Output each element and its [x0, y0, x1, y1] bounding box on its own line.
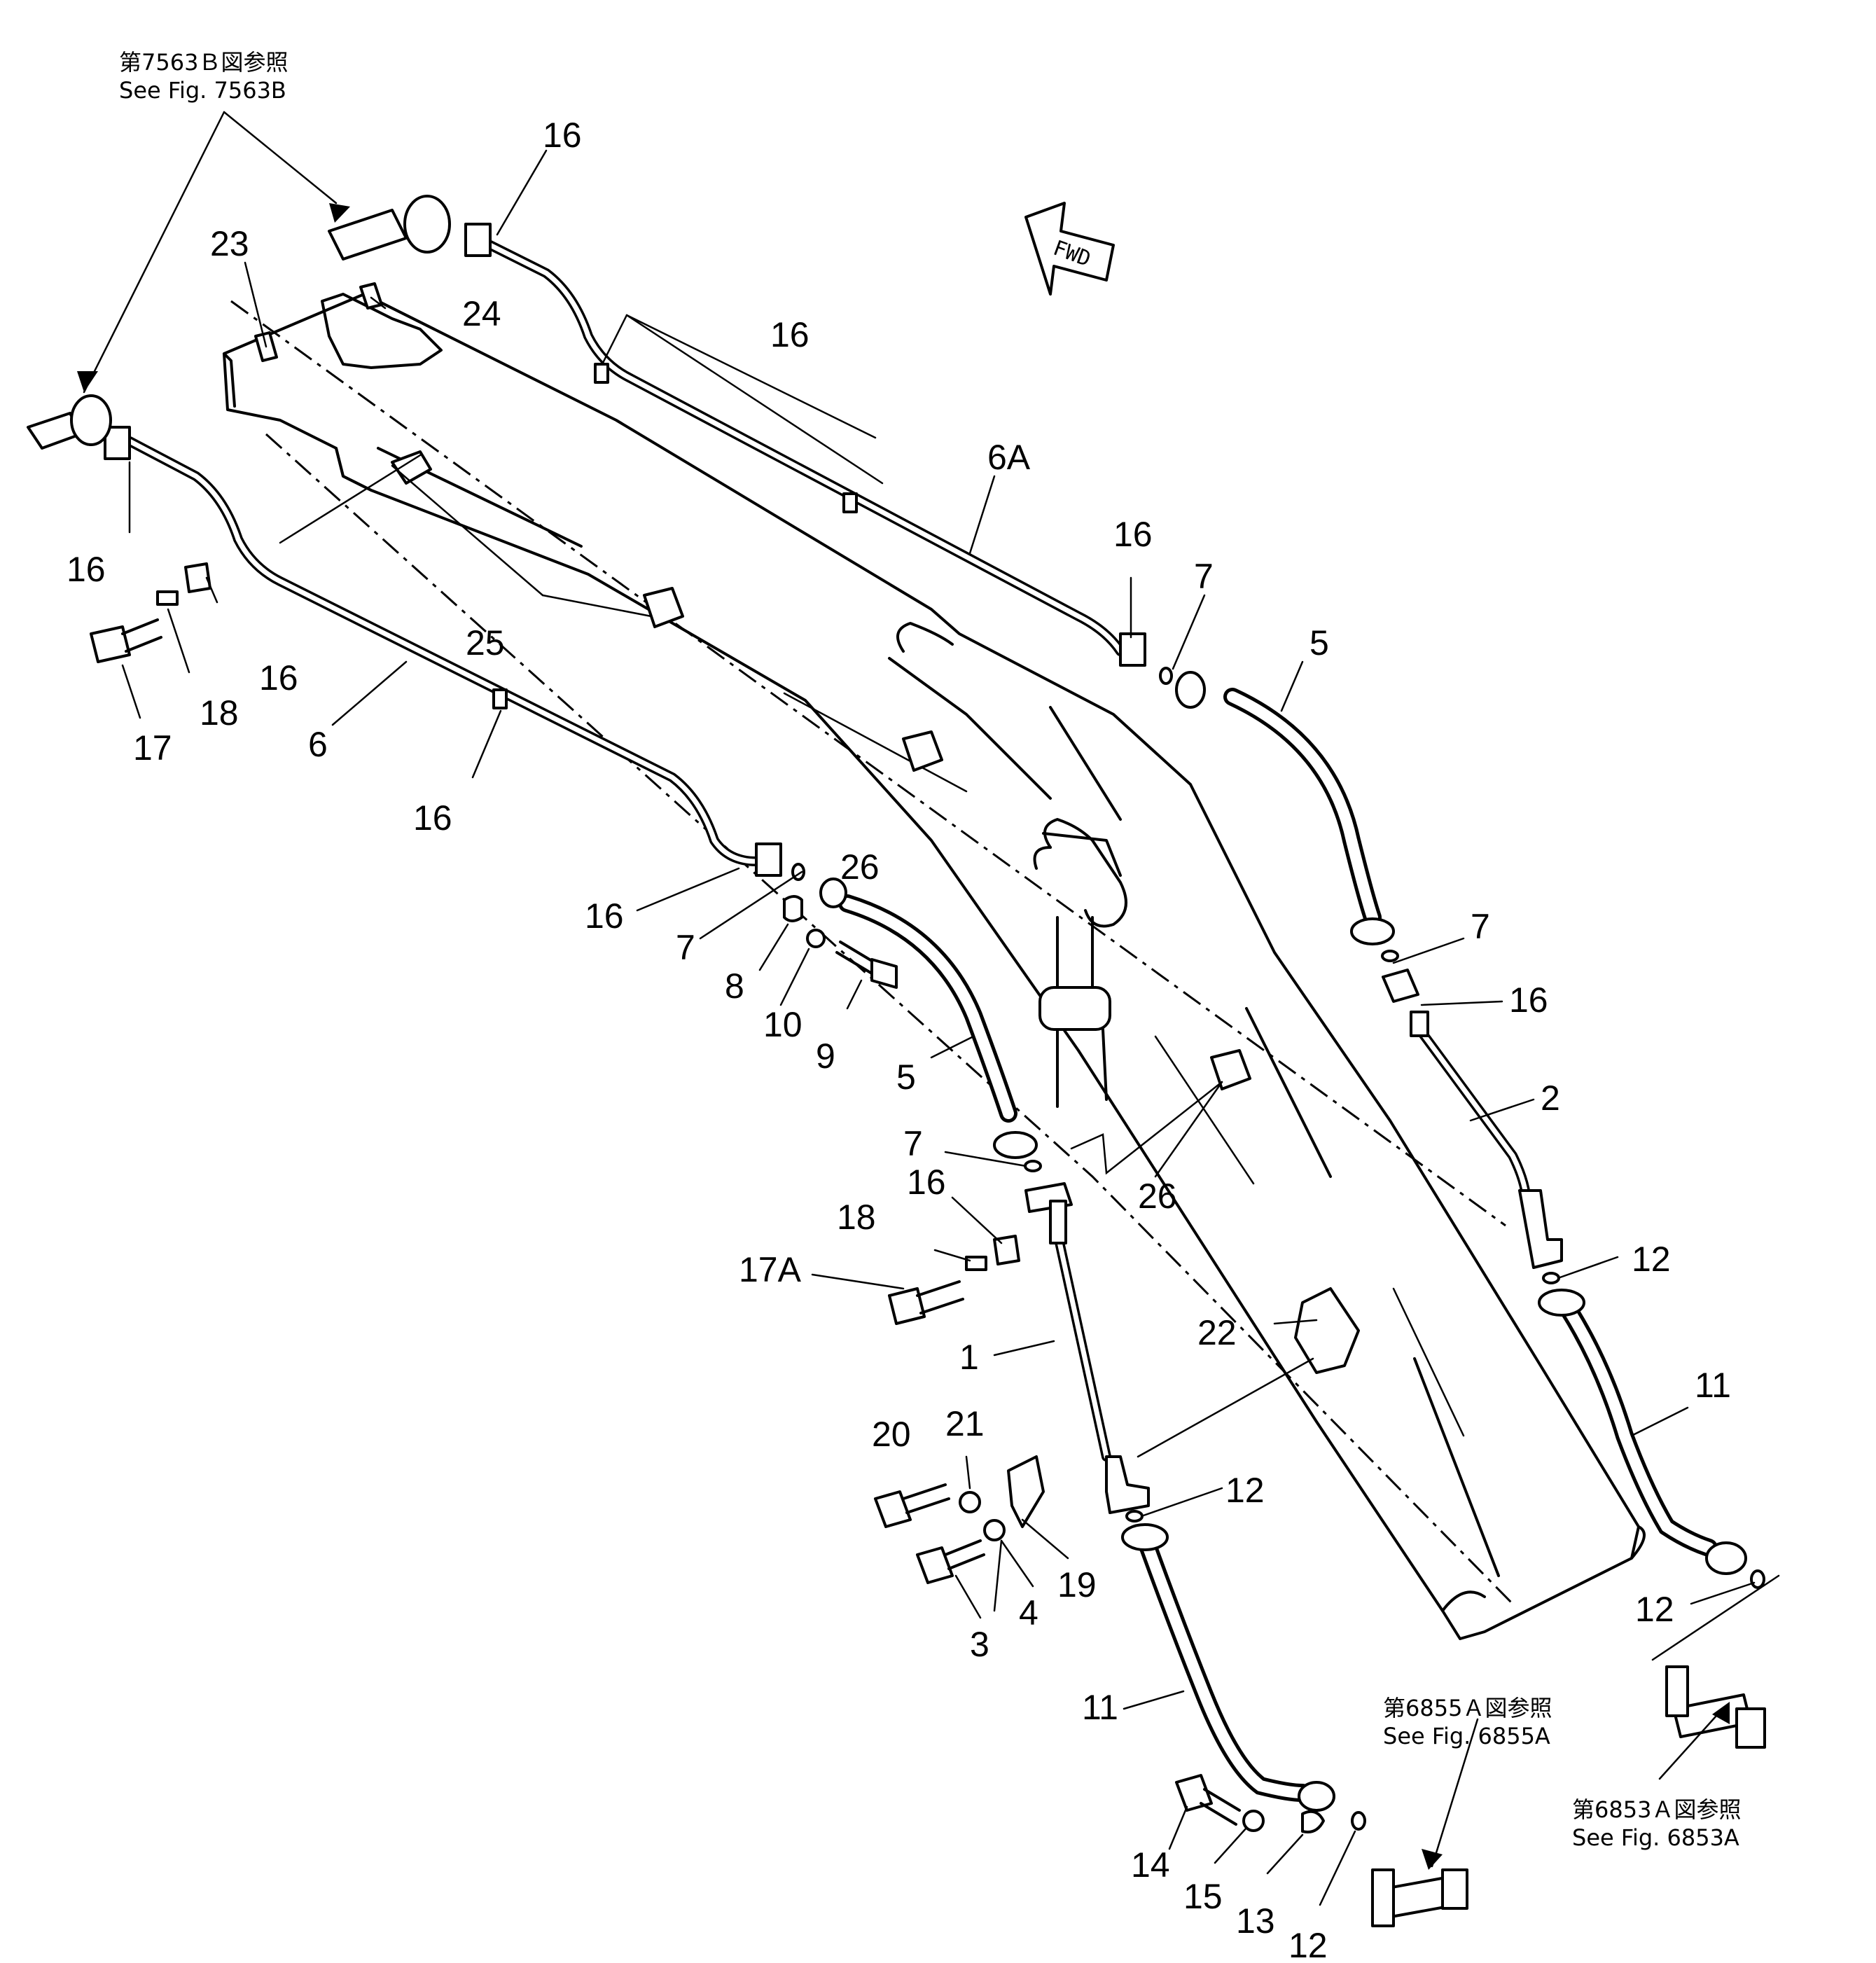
callout-8: 8	[725, 966, 744, 1006]
callouts: 16 16 23 24 6A 16 7 5 16 25 16 17 18 6 1…	[67, 116, 1731, 1963]
callout-26: 26	[1138, 1177, 1177, 1216]
callout-19: 19	[1057, 1565, 1097, 1604]
callout-18: 18	[837, 1198, 876, 1237]
callout-24: 24	[462, 294, 501, 333]
callout-16: 16	[413, 798, 452, 838]
callout-16: 16	[543, 116, 582, 155]
callout-23: 23	[210, 224, 249, 263]
reference-arrows	[77, 203, 1730, 1870]
callout-17a: 17A	[739, 1250, 802, 1289]
pipe-6a	[464, 223, 1146, 667]
callout-14: 14	[1131, 1845, 1170, 1885]
callout-26: 26	[840, 847, 880, 887]
callout-3: 3	[970, 1625, 989, 1664]
callout-12: 12	[1225, 1471, 1265, 1510]
hose-5-lower	[819, 878, 1038, 1159]
callout-22: 22	[1197, 1313, 1237, 1352]
ref-7563b-jp: 第7563Ｂ図参照	[119, 49, 288, 76]
pipe-2	[1410, 1018, 1563, 1269]
callout-16: 16	[1113, 515, 1153, 554]
callout-12: 12	[1632, 1240, 1671, 1279]
fwd-arrow: FWD	[1024, 202, 1115, 296]
callout-16: 16	[259, 658, 298, 698]
callout-16: 16	[1509, 980, 1548, 1020]
ref-7563b-en: See Fig. 7563B	[119, 77, 286, 104]
callout-7: 7	[1194, 557, 1214, 596]
ref-6853a-jp: 第6853Ａ図参照	[1572, 1796, 1741, 1823]
callout-25: 25	[466, 623, 505, 663]
callout-11: 11	[1695, 1366, 1731, 1405]
callout-12: 12	[1635, 1590, 1674, 1629]
callout-11: 11	[1082, 1688, 1118, 1727]
callout-17: 17	[133, 728, 172, 768]
callout-20: 20	[872, 1415, 911, 1454]
hose-11-lower	[1121, 1523, 1335, 1812]
callout-16: 16	[770, 315, 810, 354]
leader-lines	[83, 111, 1780, 1906]
callout-18: 18	[200, 693, 239, 733]
callout-1: 1	[959, 1338, 979, 1377]
callout-21: 21	[945, 1404, 985, 1443]
callout-12: 12	[1288, 1926, 1328, 1963]
callout-10: 10	[763, 1005, 802, 1044]
callout-13: 13	[1236, 1901, 1275, 1941]
pipe-1	[1024, 1182, 1150, 1514]
hose-11-right	[1538, 1289, 1747, 1575]
ref-6853a-en: See Fig. 6853A	[1572, 1824, 1739, 1851]
callout-7: 7	[903, 1124, 923, 1163]
callout-15: 15	[1183, 1877, 1223, 1916]
ref-6855a-jp: 第6855Ａ図参照	[1383, 1695, 1552, 1721]
callout-2: 2	[1541, 1078, 1560, 1118]
centre-lines	[230, 300, 1514, 1605]
callout-7: 7	[676, 928, 695, 967]
callout-16: 16	[907, 1163, 946, 1202]
callout-4: 4	[1019, 1593, 1038, 1632]
hose-5-upper	[1175, 671, 1395, 945]
cylinder	[1033, 818, 1127, 1108]
ref-6855a-en: See Fig. 6855A	[1383, 1723, 1550, 1749]
callout-16: 16	[585, 896, 624, 936]
callout-7: 7	[1471, 907, 1490, 946]
callout-5: 5	[1309, 623, 1329, 663]
callout-16: 16	[67, 550, 106, 589]
external-fittings	[27, 195, 1766, 1927]
callout-6a: 6A	[987, 438, 1031, 477]
callout-9: 9	[816, 1036, 835, 1076]
callout-5: 5	[896, 1057, 916, 1097]
callout-6: 6	[308, 725, 328, 764]
